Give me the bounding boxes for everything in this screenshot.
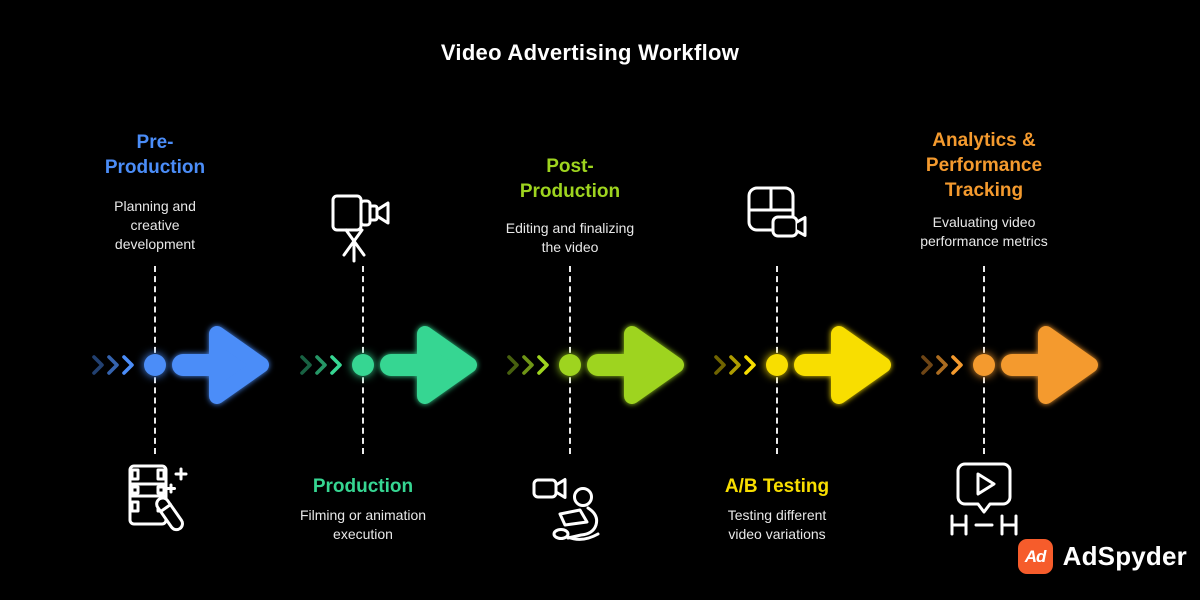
stage-title: A/B Testing (724, 476, 830, 497)
flow-chevrons (300, 355, 342, 375)
movie-camera-tripod-icon (331, 194, 390, 263)
stage-title: Pre- Production (104, 132, 206, 179)
split-screen-camera-icon (747, 186, 807, 238)
stage-title: Production (312, 476, 414, 497)
flow-dot (352, 354, 374, 376)
flow-arrow (1001, 326, 1098, 404)
flow-dot (973, 354, 995, 376)
adspyder-logo: Ad AdSpyder (1017, 539, 1187, 574)
flow-chevrons (507, 355, 549, 375)
stage-post-production: Post- Production Editing and finalizing … (460, 0, 684, 600)
flow-chevrons (714, 355, 756, 375)
flow-chevrons (92, 355, 134, 375)
stage-analytics-performance: Analytics & Performance Tracking Evaluat… (874, 0, 1098, 600)
video-player-timeline-icon (950, 462, 1018, 536)
flow-arrow (172, 326, 269, 404)
flow-dot (766, 354, 788, 376)
flow-arrow (794, 326, 891, 404)
flow-arrow (380, 326, 477, 404)
flow-dot (559, 354, 581, 376)
stage-ab-testing: A/B Testing Testing different video vari… (667, 0, 891, 600)
video-editor-person-icon (532, 478, 600, 541)
stage-description: Editing and finalizing the video (505, 220, 635, 255)
flow-arrow (587, 326, 684, 404)
stage-production: Production Filming or animation executio… (253, 0, 477, 600)
film-strip-wand-icon (128, 464, 188, 532)
adspyder-logo-mark: Ad (1017, 539, 1053, 574)
stage-title: Analytics & Performance Tracking (925, 130, 1043, 202)
stage-description: Evaluating video performance metrics (920, 214, 1048, 249)
stage-description: Planning and creative development (114, 198, 196, 252)
flow-dot (144, 354, 166, 376)
stage-description: Testing different video variations (727, 507, 827, 542)
stage-title: Post- Production (519, 156, 621, 203)
page-title: Video Advertising Workflow (440, 40, 740, 65)
stage-pre-production: Pre- Production Planning and creative de… (45, 0, 269, 600)
adspyder-logo-name: AdSpyder (1062, 541, 1187, 571)
flow-chevrons (921, 355, 963, 375)
stage-description: Filming or animation execution (299, 507, 427, 542)
